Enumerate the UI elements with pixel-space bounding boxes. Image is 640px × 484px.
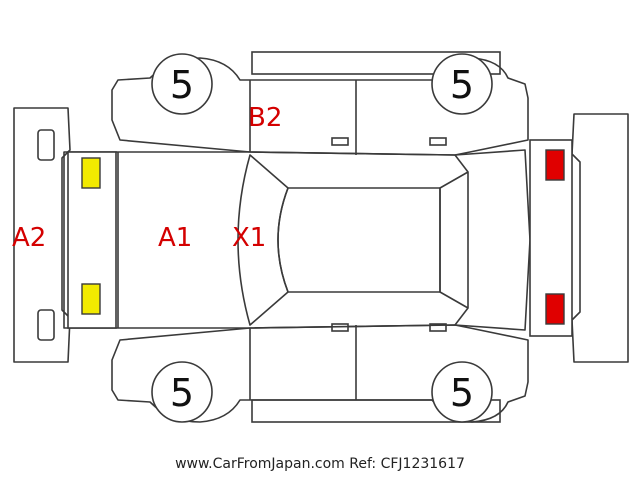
damage-label-a1: A1	[158, 223, 192, 253]
front-bumper-vent-bottom	[37, 309, 55, 341]
front-bumper-vent-top	[37, 129, 55, 161]
taillamp-left-icon	[545, 149, 565, 181]
tire-front-left-number: 5	[170, 63, 194, 107]
taillamp-right-icon	[545, 293, 565, 325]
damage-label-x1: X1	[232, 223, 266, 253]
damage-label-b2: B2	[248, 103, 282, 133]
rear-pillar-line-bottom	[454, 307, 469, 326]
watermark-footer: www.CarFromJapan.com Ref: CFJ1231617	[0, 456, 640, 472]
tire-front-right-number: 5	[170, 371, 194, 415]
footer-ref: Ref: CFJ1231617	[349, 456, 465, 472]
headlamp-left-icon	[81, 157, 101, 189]
rear-window	[439, 171, 469, 309]
roof	[277, 187, 441, 293]
tire-rear-right-number: 5	[450, 371, 474, 415]
footer-site: www.CarFromJapan.com	[175, 456, 345, 472]
tire-front-left: 5	[151, 53, 213, 115]
plan-view-body	[63, 139, 573, 337]
damage-label-a2: A2	[12, 223, 46, 253]
tire-rear-left-number: 5	[450, 63, 474, 107]
tire-rear-right: 5	[431, 361, 493, 423]
front-bumper	[13, 107, 71, 363]
tire-front-right: 5	[151, 361, 213, 423]
rear-pillar-line-top	[454, 154, 469, 173]
headlamp-right-icon	[81, 283, 101, 315]
tire-rear-left: 5	[431, 53, 493, 115]
door-handle-front-top	[331, 137, 349, 146]
rear-bumper	[571, 113, 629, 363]
door-handle-rear-top	[429, 137, 447, 146]
door-handle-rear-bottom	[429, 323, 447, 332]
